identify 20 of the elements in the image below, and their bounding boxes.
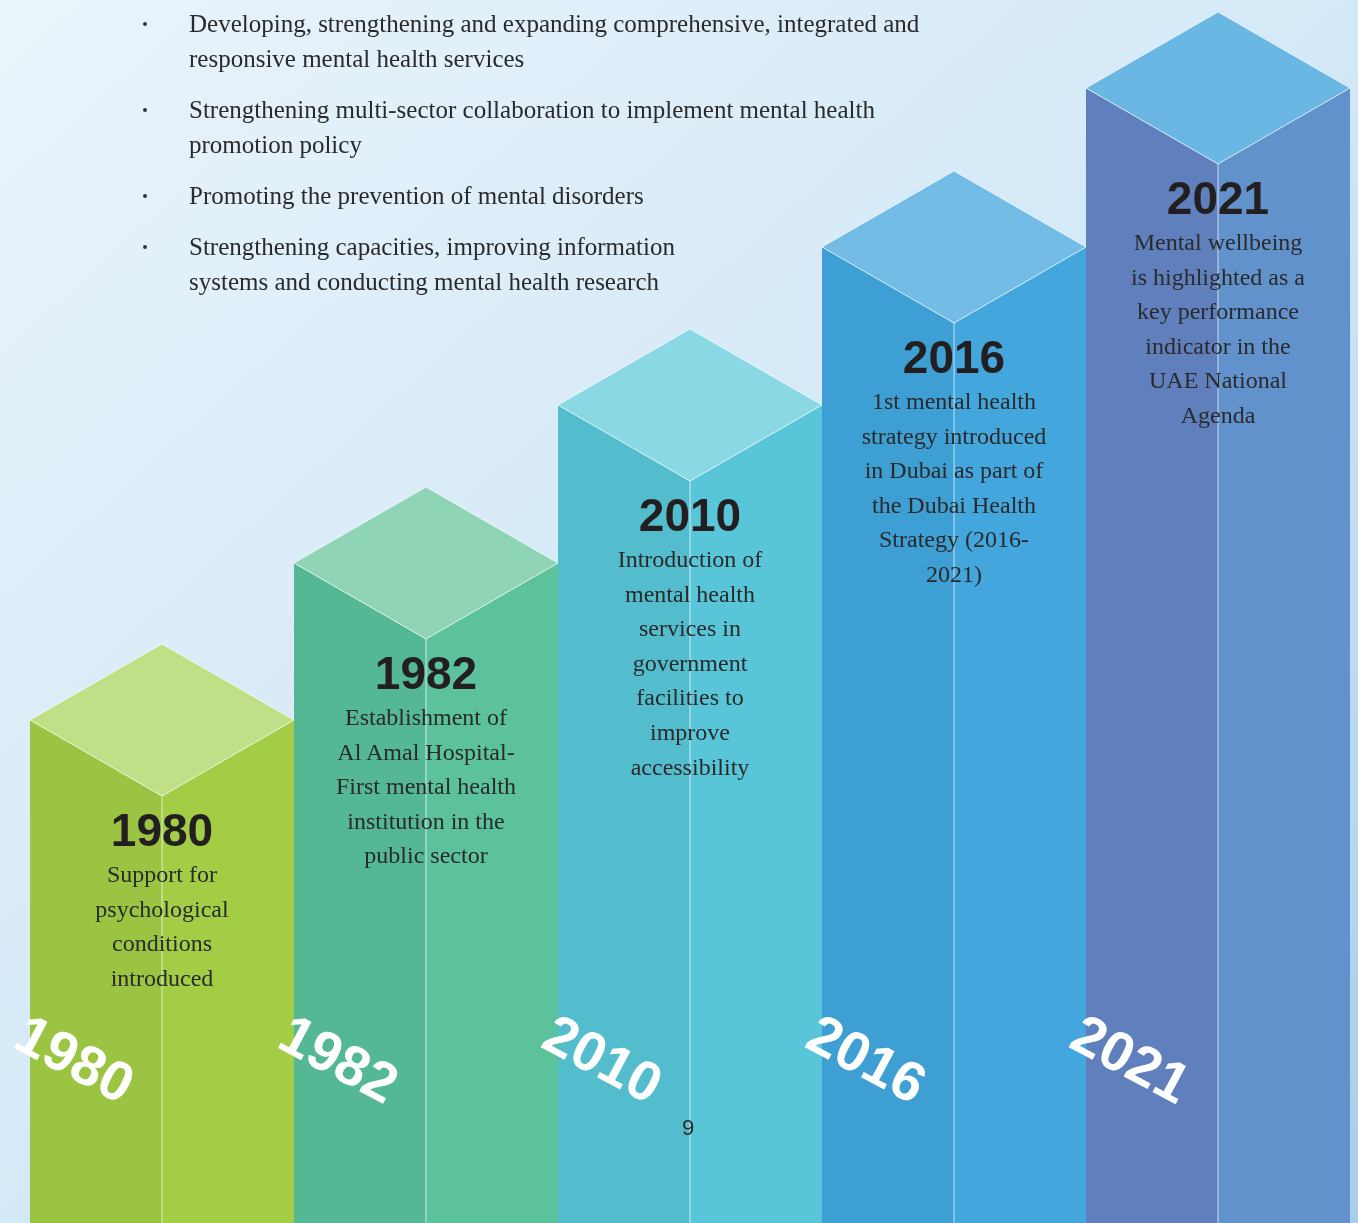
rotated-year: 2021 xyxy=(1061,1003,1200,1115)
bullet-text: Promoting the prevention of mental disorders xyxy=(189,181,645,211)
rotated-year: 1980 xyxy=(5,1003,144,1115)
rotated-year: 2016 xyxy=(797,1003,936,1115)
milestone-description: Establishment of Al Amal Hospital- First mental health institution in the public sector xyxy=(335,703,517,871)
milestone-description: Support for psychological conditions introduced xyxy=(94,860,230,993)
bullet-text: Strengthening capacities, improving information systems and conducting mental health research xyxy=(189,232,676,297)
year-heading: 2021 xyxy=(1166,173,1270,223)
page-number: 9 xyxy=(682,1115,695,1141)
year-heading: 2010 xyxy=(638,490,742,540)
year-heading: 1982 xyxy=(374,648,478,698)
milestone-description: Introduction of mental health services in government facilities to improve accessibility xyxy=(616,545,764,782)
milestone-description: Mental wellbeing is highlighted as a key performance indicator in the UAE National Agenda xyxy=(1130,228,1306,430)
year-heading: 2016 xyxy=(902,332,1006,382)
rotated-year: 1982 xyxy=(269,1003,408,1115)
bullet-text: Strengthening multi-sector collaboration to implement mental health promotion policy xyxy=(189,95,876,160)
rotated-year: 2010 xyxy=(533,1003,672,1115)
milestone-description: 1st mental health strategy introduced in Dubai as part of the Dubai Health Strategy (2016-2021) xyxy=(861,387,1047,589)
year-heading: 1980 xyxy=(110,805,214,855)
bullet-text: Developing, strengthening and expanding comprehensive, integrated and responsive mental health services xyxy=(189,9,921,74)
